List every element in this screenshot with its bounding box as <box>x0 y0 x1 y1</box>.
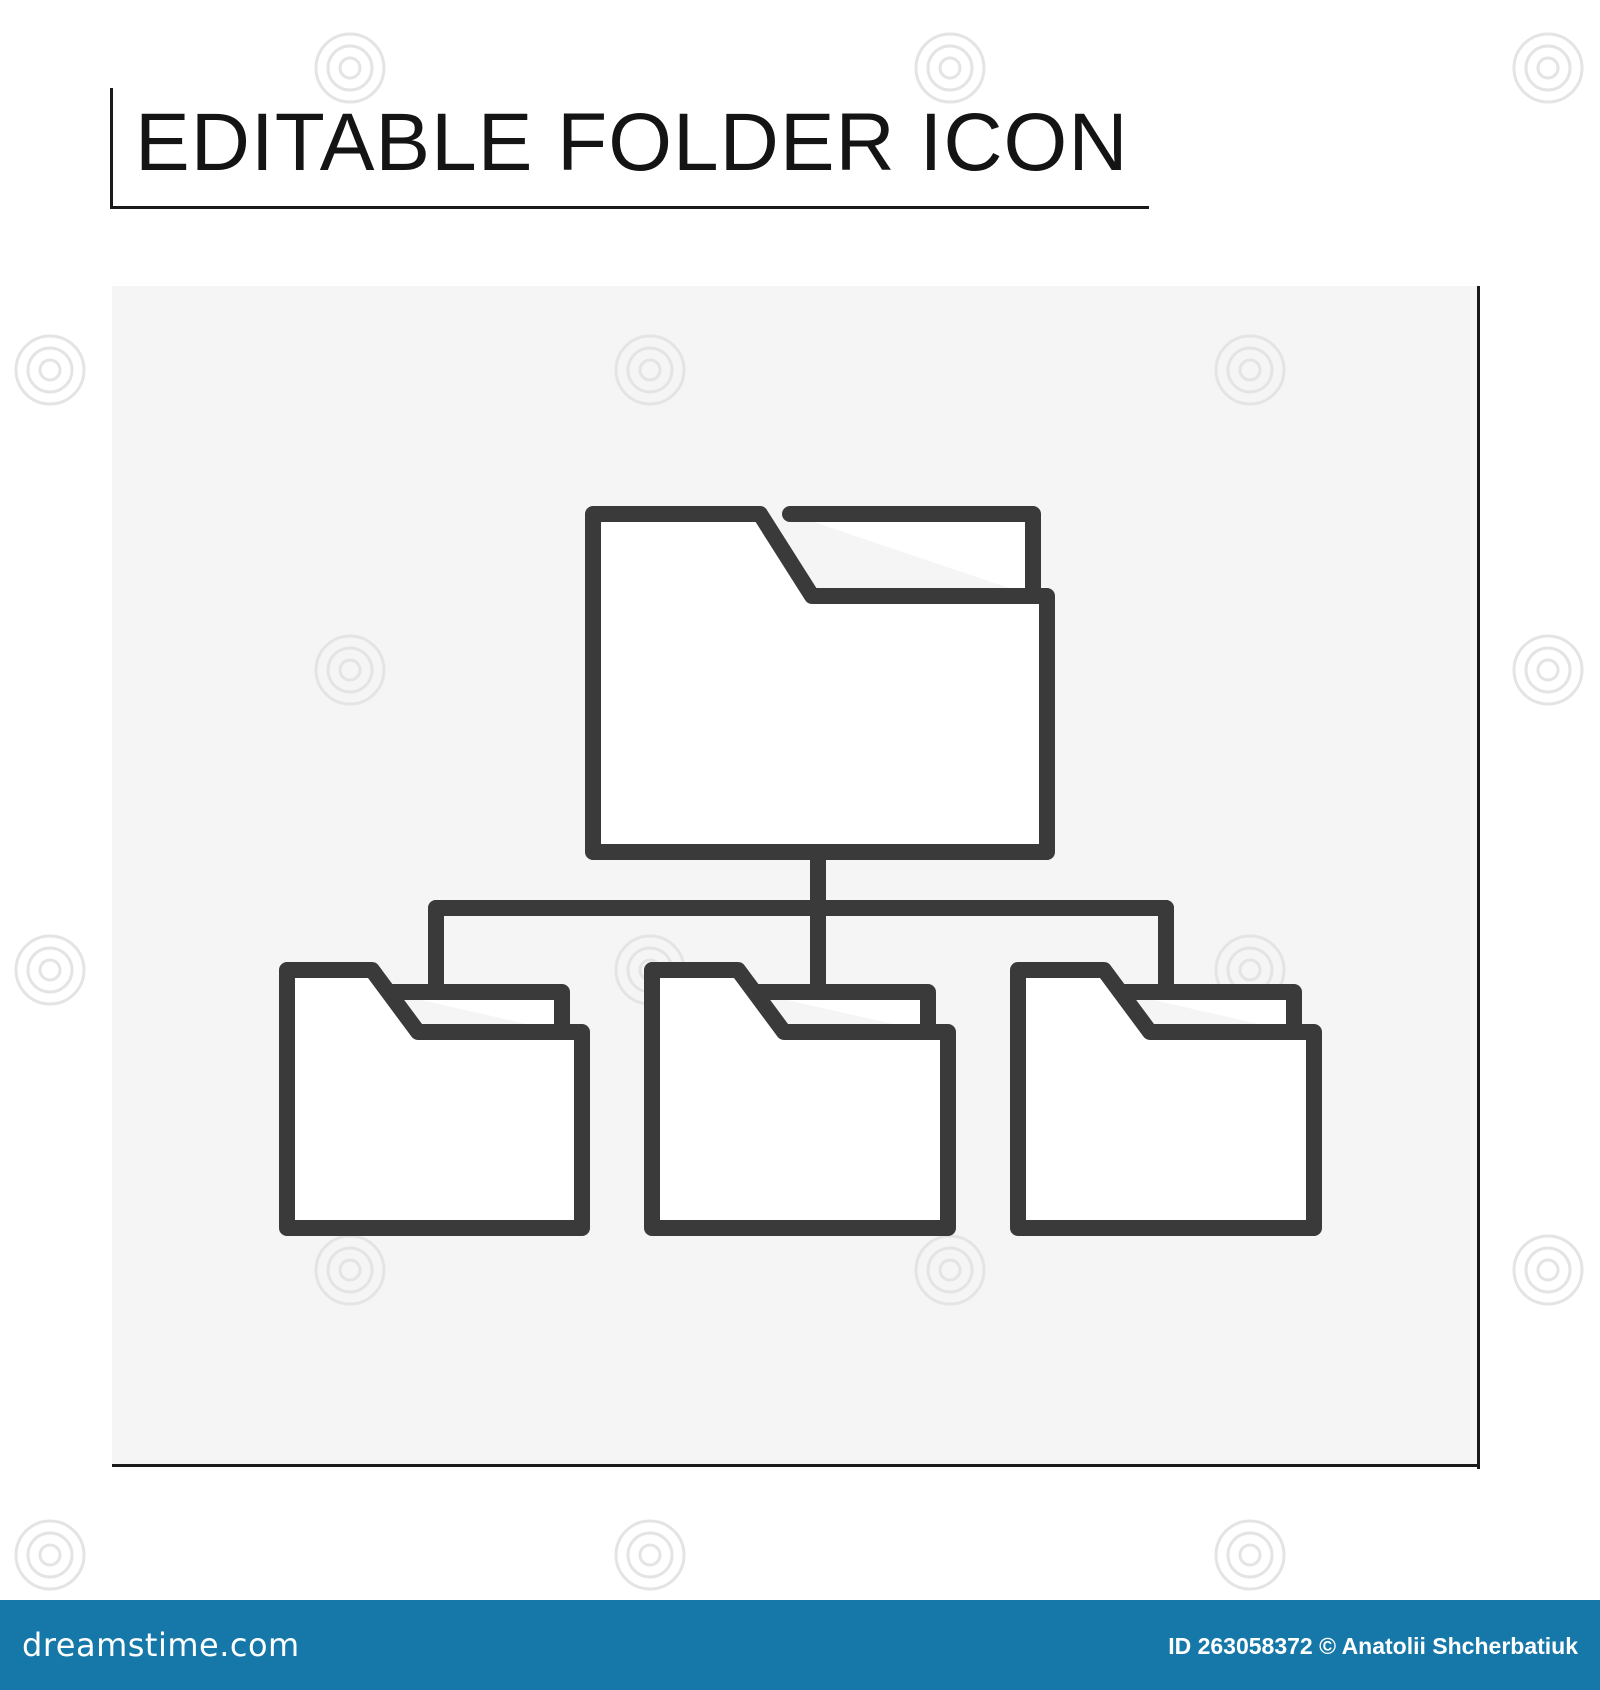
page-title: EDITABLE FOLDER ICON <box>135 97 1129 188</box>
title-frame: EDITABLE FOLDER ICON <box>110 88 1149 209</box>
panel-shadow-right <box>1477 286 1480 1469</box>
watermark-spiral-icon <box>1214 1519 1286 1591</box>
footer-bar: dreamstime.com ID 263058372 © Anatolii S… <box>0 1600 1600 1690</box>
watermark-spiral-icon <box>1512 32 1584 104</box>
watermark-spiral-icon <box>1512 634 1584 706</box>
watermark-spiral-icon <box>14 934 86 1006</box>
watermark-spiral-icon <box>14 1519 86 1591</box>
dreamstime-logo[interactable]: dreamstime.com <box>22 1626 300 1664</box>
icon-panel <box>112 286 1477 1466</box>
panel-shadow-bottom <box>112 1464 1480 1467</box>
watermark-spiral-icon <box>1512 1234 1584 1306</box>
watermark-spiral-icon <box>14 334 86 406</box>
watermark-spiral-icon <box>614 1519 686 1591</box>
image-credit: ID 263058372 © Anatolii Shcherbatiuk <box>1168 1633 1578 1659</box>
